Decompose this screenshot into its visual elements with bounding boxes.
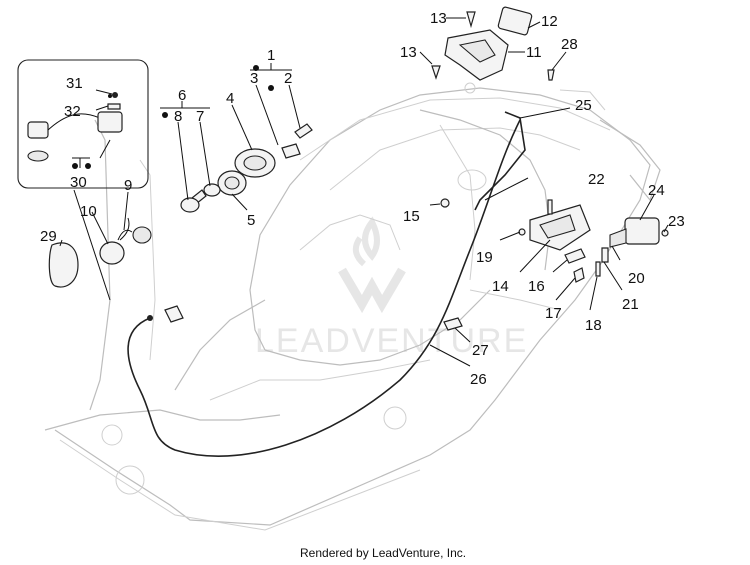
grommet [27, 150, 49, 162]
footer-credit: Rendered by LeadVenture, Inc. [300, 546, 466, 560]
callout-5: 5 [247, 212, 255, 229]
callout-28: 28 [561, 36, 578, 53]
cylinder-3 [281, 143, 301, 159]
clip-32 [107, 103, 121, 110]
callout-17: 17 [545, 305, 562, 322]
callout-2: 2 [284, 70, 292, 87]
bolt-18 [595, 261, 601, 277]
clip-27 [443, 317, 463, 331]
callout-31: 31 [66, 75, 83, 92]
callout-18: 18 [585, 317, 602, 334]
callout-30: 30 [70, 174, 87, 191]
callout-20: 20 [628, 270, 645, 287]
clip-left [164, 305, 184, 323]
horn-29 [48, 242, 79, 288]
screw-31 [112, 92, 118, 98]
bolt-22 [547, 199, 553, 215]
lever-16 [564, 248, 586, 264]
connector-left [27, 121, 49, 139]
callout-9: 9 [124, 177, 132, 194]
callout-25: 25 [575, 97, 592, 114]
screw-13b [431, 65, 441, 80]
seat-release-cable [127, 119, 521, 457]
parts [17, 6, 669, 331]
watermark-text: LEADVENTURE [255, 322, 528, 360]
electrical-inset [17, 59, 149, 189]
callout-4: 4 [226, 90, 234, 107]
callout-8: 8 [174, 108, 182, 125]
pin-28 [547, 69, 555, 81]
callout-1: 1 [267, 47, 275, 64]
cables [127, 111, 526, 457]
group-dots [72, 65, 274, 169]
callout-12: 12 [541, 13, 558, 30]
spring-17 [573, 267, 585, 283]
callout-19: 19 [476, 249, 493, 266]
scooter-frame [44, 82, 661, 531]
callout-14: 14 [492, 278, 509, 295]
callout-13b: 13 [400, 44, 417, 61]
callout-3: 3 [250, 70, 258, 87]
cap-6 [180, 197, 200, 213]
lock-plate [497, 6, 533, 36]
callouts: 13 12 11 13 28 1 3 2 4 6 8 7 5 9 10 29 3… [40, 10, 685, 388]
callout-11: 11 [526, 44, 542, 61]
relay [97, 111, 123, 133]
callout-32: 32 [64, 103, 81, 120]
leader-lines [59, 17, 669, 367]
callout-27: 27 [472, 342, 489, 359]
connector-20 [609, 228, 627, 248]
saddle-cable [474, 111, 526, 211]
watermark: LEADVENTURE [255, 216, 528, 360]
callout-21: 21 [622, 296, 639, 313]
callout-16: 16 [528, 278, 545, 295]
callout-24: 24 [648, 182, 665, 199]
ring-7 [203, 183, 221, 197]
key-2 [294, 123, 313, 139]
callout-29: 29 [40, 228, 57, 245]
cable-end [147, 315, 153, 321]
callout-22: 22 [588, 171, 605, 188]
bulb-10 [99, 241, 125, 265]
callout-6: 6 [178, 87, 186, 104]
callout-23: 23 [668, 213, 685, 230]
screw-13a [466, 11, 476, 29]
callout-10: 10 [80, 203, 97, 220]
hook-9 [119, 217, 130, 241]
callout-15: 15 [403, 208, 420, 225]
callout-7: 7 [196, 108, 204, 125]
callout-26: 26 [470, 371, 487, 388]
screw-15 [440, 198, 450, 208]
actuator-24 [624, 217, 660, 245]
pin-21 [601, 247, 609, 263]
callout-13a: 13 [430, 10, 447, 27]
